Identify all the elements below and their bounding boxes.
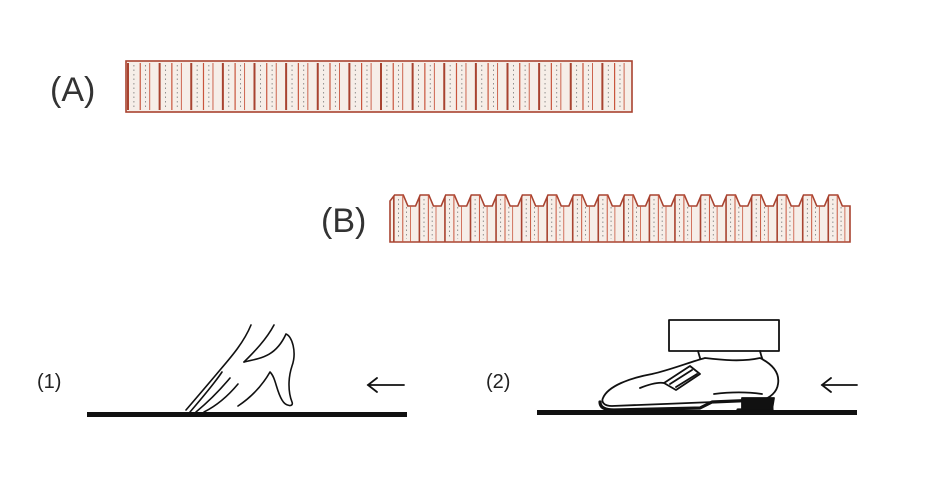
strip-a-segment (411, 63, 435, 110)
left-arrow-icon (820, 377, 858, 393)
strip-a-segment (158, 63, 182, 110)
strip-a-segment (348, 63, 372, 110)
surface-line-1 (87, 412, 407, 417)
strip-a-segment (538, 63, 562, 110)
strip-a-segment (380, 63, 404, 110)
strip-a-frame (125, 60, 633, 113)
panel-finger: (1) (37, 324, 407, 417)
panel-shoe: (2) (486, 319, 858, 415)
label-2: (2) (486, 371, 510, 393)
strip-a-segment (127, 63, 151, 110)
strip-a-segment (221, 63, 246, 110)
strip-b-outline (389, 194, 851, 243)
label-1: (1) (37, 371, 61, 393)
strip-b-tooth (623, 195, 641, 242)
strip-a-segment (443, 63, 467, 110)
strip-b (389, 194, 851, 243)
strip-a-stripes (127, 63, 625, 110)
strip-a-segment (316, 63, 340, 110)
strip-a-segment (569, 63, 593, 110)
left-arrow-icon (366, 377, 405, 393)
surface-line-2 (537, 410, 857, 415)
strip-b-tooth (393, 195, 411, 242)
strip-a-segment (474, 63, 499, 110)
strip-a (125, 60, 633, 113)
label-a: (A) (50, 71, 95, 109)
strip-a-segment (285, 63, 309, 110)
strip-a-segment (190, 63, 214, 110)
finger-icon (185, 324, 295, 413)
strip-a-segment (506, 63, 530, 110)
strip-a-segment (253, 63, 277, 110)
shoe-icon (598, 319, 780, 412)
strip-a-segment (601, 63, 625, 110)
label-b: (B) (321, 202, 366, 240)
